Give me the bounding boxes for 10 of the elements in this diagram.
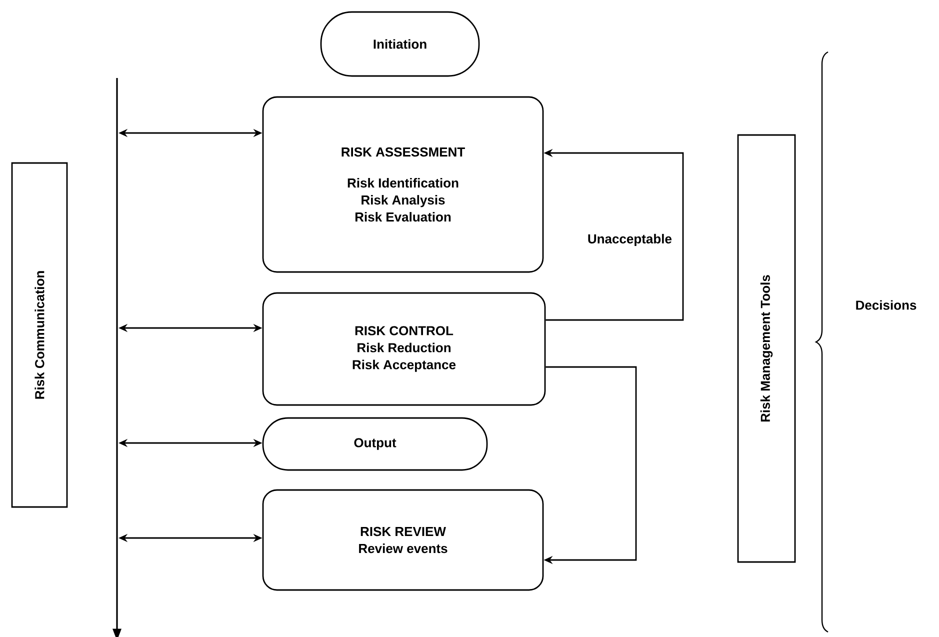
timeline-arrow [112,78,122,637]
process-box: RISK REVIEW Review events [262,489,544,591]
process-box: RISK ASSESSMENT Risk Identification Risk Analysis Risk Evaluation [262,96,544,273]
side-panel: Risk Management Tools [737,134,796,563]
start-terminal: Initiation [320,11,480,77]
side-panel: Risk Communication [11,162,68,508]
decision-label: Decisions [856,300,916,310]
process-box: RISK CONTROL Risk Reduction Risk Acceptance [262,292,546,406]
edge-label: Unacceptable [588,234,672,246]
output-terminal: Output [262,417,488,471]
